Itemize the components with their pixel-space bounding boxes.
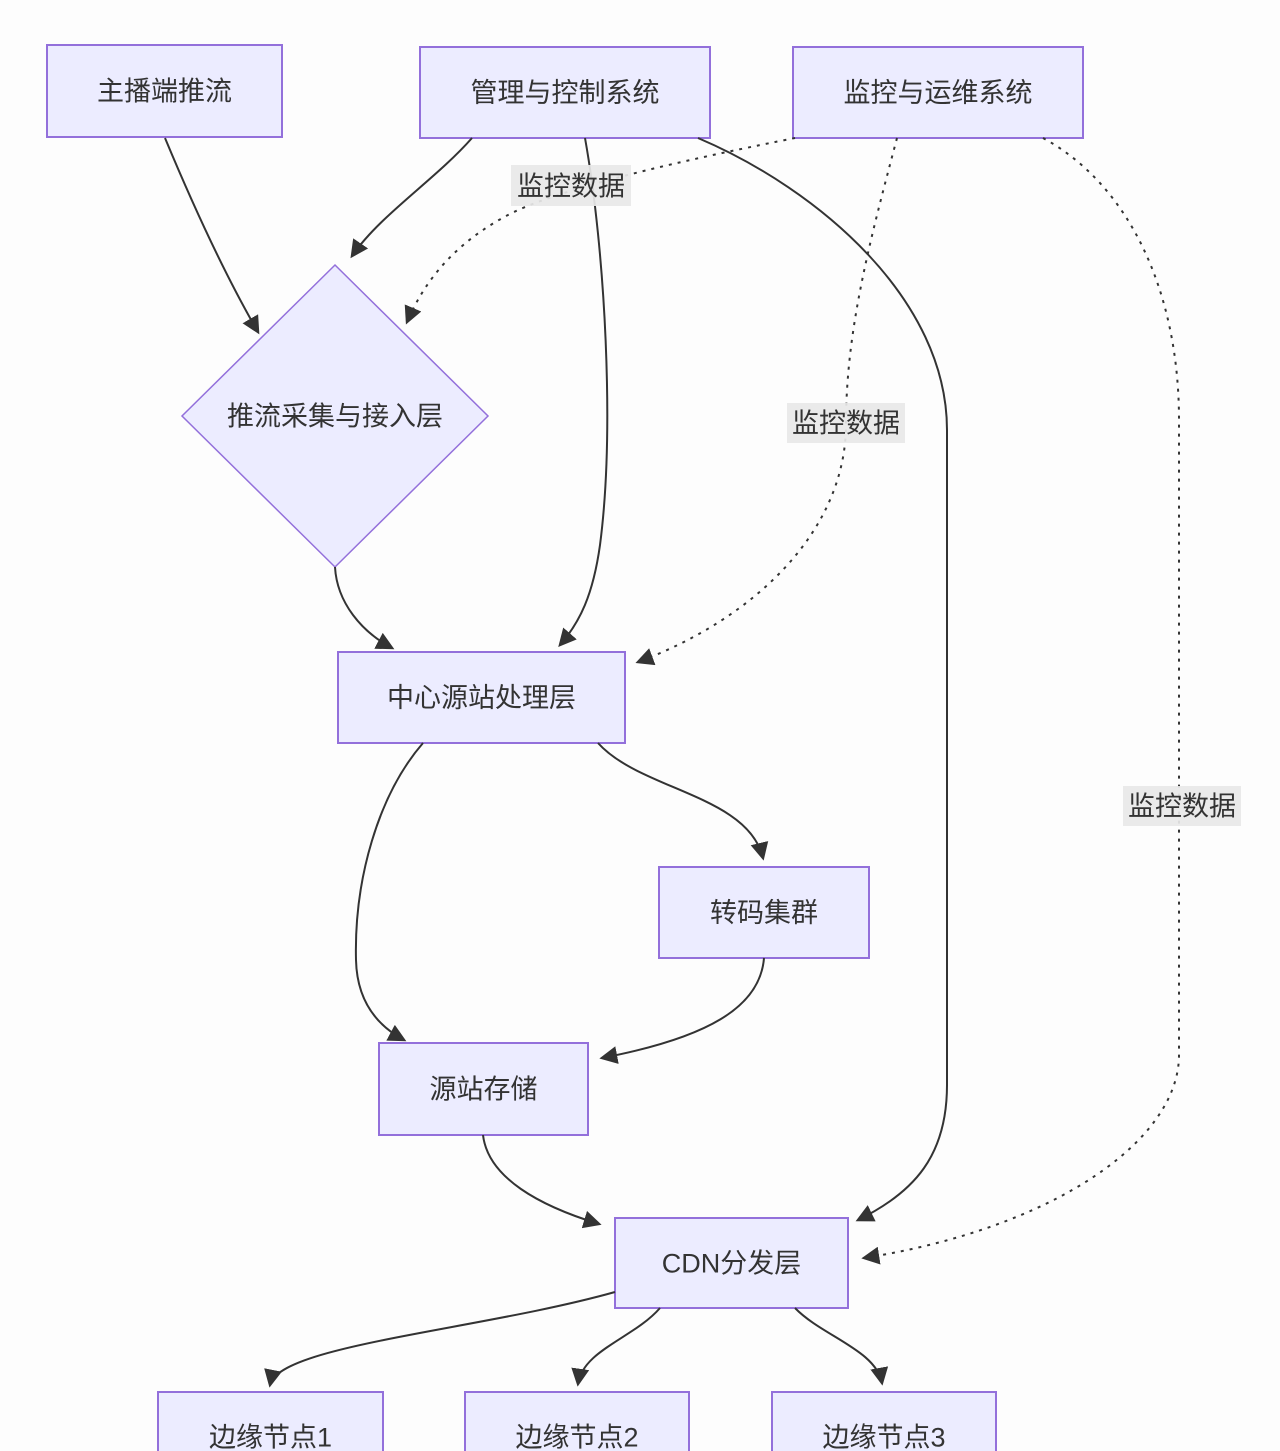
node-storage: 源站存储	[378, 1042, 589, 1136]
edge-monitoring-to-origin-dotted	[635, 137, 898, 666]
edge-label-text: 监控数据	[1128, 791, 1236, 821]
edge-cdn-to-edge2	[571, 1307, 661, 1387]
node-origin-label: 中心源站处理层	[387, 683, 576, 713]
edge-label-monitor-data-1: 监控数据	[511, 165, 631, 206]
edge-label-text: 监控数据	[517, 171, 625, 201]
edge-origin-to-storage	[354, 742, 424, 1042]
node-transcode-box	[658, 866, 870, 959]
node-broadcaster-box	[46, 44, 283, 138]
node-edge3-box	[771, 1391, 997, 1451]
edge-monitoring-to-cdn-dotted	[861, 137, 1180, 1265]
edge-management-to-cdn	[697, 137, 948, 1222]
edge-cdn-to-edge3	[794, 1307, 889, 1386]
node-management-box	[419, 46, 711, 139]
node-edge2-box	[464, 1391, 690, 1451]
node-edge1-label: 边缘节点1	[209, 1422, 332, 1451]
node-broadcaster: 主播端推流	[46, 44, 283, 138]
node-cdn-label: CDN分发层	[662, 1248, 802, 1278]
node-edge2-label: 边缘节点2	[515, 1422, 638, 1451]
node-edge1: 边缘节点1	[157, 1391, 384, 1451]
edge-monitoring-to-ingest-dotted	[404, 137, 796, 325]
edge-broadcaster-to-ingest	[164, 137, 260, 335]
node-broadcaster-label: 主播端推流	[97, 76, 232, 106]
edge-label-bg	[1123, 786, 1241, 826]
node-origin: 中心源站处理层	[337, 651, 626, 744]
edge-label-monitor-data-3: 监控数据	[1123, 786, 1241, 826]
node-management: 管理与控制系统	[419, 46, 711, 139]
edge-transcode-to-storage	[599, 957, 765, 1064]
node-edge3-label: 边缘节点3	[822, 1422, 945, 1451]
node-storage-label: 源站存储	[430, 1074, 538, 1104]
edge-label-monitor-data-2: 监控数据	[787, 403, 905, 443]
node-transcode: 转码集群	[658, 866, 870, 959]
edge-ingest-to-origin	[334, 566, 395, 650]
node-monitoring: 监控与运维系统	[792, 46, 1084, 139]
edge-label-text: 监控数据	[792, 408, 900, 438]
node-origin-box	[337, 651, 626, 744]
edge-cdn-to-edge1	[264, 1291, 616, 1388]
node-cdn: CDN分发层	[614, 1217, 849, 1309]
node-ingest-diamond: 推流采集与接入层	[180, 263, 490, 569]
edge-management-to-origin	[558, 137, 609, 648]
edge-origin-to-transcode	[597, 742, 769, 861]
node-monitoring-box	[792, 46, 1084, 139]
edge-storage-to-cdn	[482, 1134, 602, 1229]
node-cdn-box	[614, 1217, 849, 1309]
node-ingest-label: 推流采集与接入层	[227, 401, 443, 431]
edge-management-to-ingest	[350, 137, 473, 259]
edge-label-bg	[511, 165, 631, 206]
node-edge3: 边缘节点3	[771, 1391, 997, 1451]
node-monitoring-label: 监控与运维系统	[844, 78, 1033, 108]
node-edge2: 边缘节点2	[464, 1391, 690, 1451]
node-storage-box	[378, 1042, 589, 1136]
edge-label-bg	[787, 403, 905, 443]
node-management-label: 管理与控制系统	[471, 78, 660, 108]
node-transcode-label: 转码集群	[710, 898, 818, 928]
node-edge1-box	[157, 1391, 384, 1451]
